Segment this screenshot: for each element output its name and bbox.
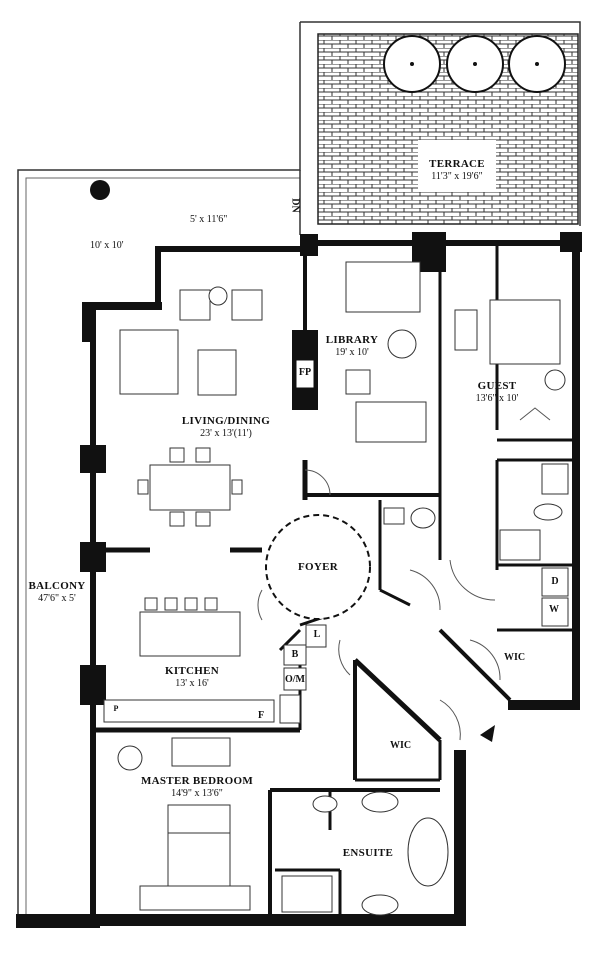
living-dining-label: LIVING/DINING 23' x 13'(11') xyxy=(182,415,270,439)
room-name: FOYER xyxy=(298,561,338,573)
balcony-label: BALCONY 47'6" x 5' xyxy=(28,580,85,604)
room-name: LIBRARY xyxy=(325,334,379,346)
foyer-circle xyxy=(265,514,371,620)
room-name: BALCONY xyxy=(28,580,86,592)
balcony-top-dims: 5' x 11'6" xyxy=(190,214,228,225)
balcony xyxy=(17,22,301,922)
room-name: KITCHEN xyxy=(164,665,220,677)
entry-arrow xyxy=(480,725,495,742)
room-dims: 23' x 13'(11') xyxy=(200,427,252,439)
terrace-label: TERRACE 11'3" x 19'6" xyxy=(429,158,485,182)
b-label: B xyxy=(291,649,299,660)
door-swings xyxy=(257,407,551,741)
room-name: GUEST xyxy=(477,380,517,392)
interior-walls xyxy=(96,246,572,915)
master-wic-label: WIC xyxy=(390,740,412,751)
fridge-label: F xyxy=(257,710,265,721)
room-dims: 47'6" x 5' xyxy=(38,592,76,604)
washer-label: W xyxy=(549,604,559,615)
master-bedroom-label: MASTER BEDROOM 14'9" x 13'6" xyxy=(141,775,253,799)
room-name: MASTER BEDROOM xyxy=(140,775,254,787)
library-label: LIBRARY 19' x 10' xyxy=(326,334,378,358)
room-name: TERRACE xyxy=(429,158,485,170)
pantry-label: P xyxy=(113,704,119,713)
room-dims: 11'3" x 19'6" xyxy=(431,170,483,182)
room-dims: 13' x 16' xyxy=(175,677,209,689)
ensuite-label: ENSUITE xyxy=(343,847,393,860)
terrace xyxy=(300,21,581,226)
room-name: ENSUITE xyxy=(342,847,394,859)
linen-label: L xyxy=(313,629,321,640)
kitchen-label: KITCHEN 13' x 16' xyxy=(165,665,219,689)
room-dims: 14'9" x 13'6" xyxy=(171,787,223,799)
planter-circles xyxy=(383,35,566,93)
room-dims: 13'6" x 10' xyxy=(475,392,519,404)
room-name: LIVING/DINING xyxy=(181,415,271,427)
fireplace-label: FP xyxy=(298,367,312,378)
balcony-corner-dims: 10' x 10' xyxy=(90,240,124,251)
guest-wic-label: WIC xyxy=(504,652,526,663)
guest-label: GUEST 13'6" x 10' xyxy=(476,380,519,404)
om-label: O/M xyxy=(285,674,305,685)
dryer-label: D xyxy=(551,576,559,587)
foyer-label: FOYER xyxy=(298,561,338,574)
room-dims: 19' x 10' xyxy=(335,346,369,358)
stairs-down-label: DN xyxy=(289,198,301,213)
furniture xyxy=(103,261,569,916)
